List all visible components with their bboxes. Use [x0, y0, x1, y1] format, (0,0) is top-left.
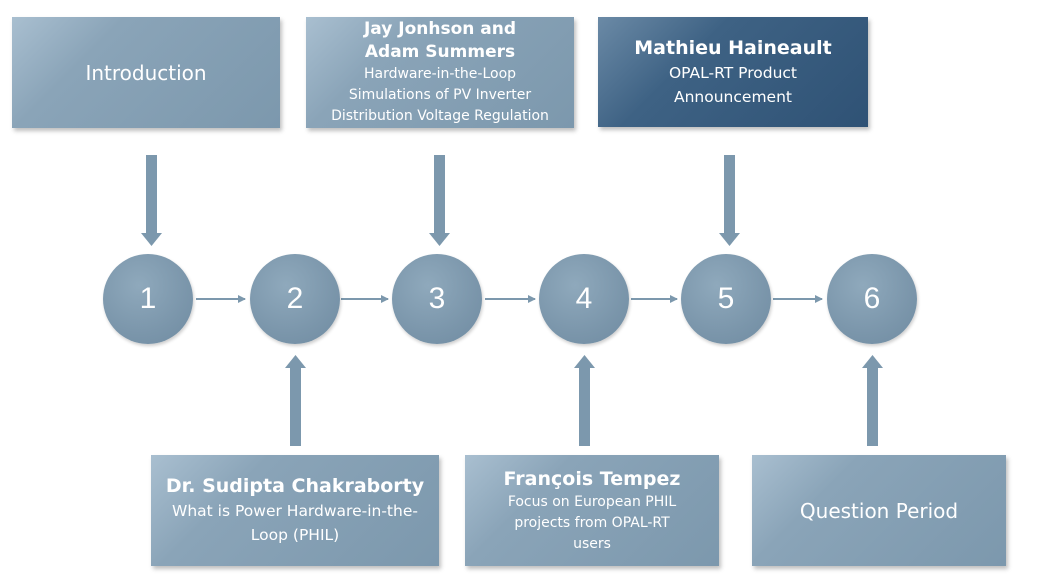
talk-desc-line3: users: [573, 535, 611, 552]
talk-desc-line1: What is Power Hardware-in-the-: [172, 502, 418, 520]
down-arrow-1: [141, 155, 162, 246]
up-arrow-4: [574, 355, 595, 446]
introduction-box: Introduction: [12, 17, 280, 128]
presenter-name: Dr. Sudipta Chakraborty: [165, 475, 425, 497]
mathieu-box: Mathieu Haineault OPAL-RT Product Announ…: [598, 17, 868, 127]
talk-desc-line1: Hardware-in-the-Loop: [363, 66, 517, 82]
step-circle-4: 4: [539, 254, 629, 344]
question-period-box: Question Period: [752, 455, 1006, 566]
down-arrow-3: [429, 155, 450, 246]
question-period-label: Question Period: [799, 498, 959, 523]
talk-desc-line2: Announcement: [674, 87, 792, 106]
sudipta-box: Dr. Sudipta Chakraborty What is Power Ha…: [151, 455, 439, 566]
jay-adam-box: Jay Jonhson and Adam Summers Hardware-in…: [306, 17, 574, 128]
step-circle-3: 3: [392, 254, 482, 344]
down-arrow-5: [719, 155, 740, 246]
talk-desc-line1: OPAL-RT Product: [668, 63, 797, 82]
step-circle-5: 5: [681, 254, 771, 344]
talk-desc-line2: Loop (PHIL): [250, 526, 340, 544]
presenter-name-line1: Jay Jonhson and: [363, 19, 517, 39]
step-circle-1: 1: [103, 254, 193, 344]
step-circle-6: 6: [827, 254, 917, 344]
talk-desc-line3: Distribution Voltage Regulation: [331, 108, 549, 124]
up-arrow-6: [862, 355, 883, 446]
presenter-name: François Tempez: [503, 467, 681, 490]
presenter-name: Mathieu Haineault: [634, 36, 832, 59]
talk-desc-line2: projects from OPAL-RT: [514, 514, 670, 531]
introduction-label: Introduction: [85, 60, 207, 85]
talk-desc-line1: Focus on European PHIL: [507, 493, 677, 510]
presenter-name-line2: Adam Summers: [364, 42, 516, 62]
up-arrow-2: [285, 355, 306, 446]
step-circle-2: 2: [250, 254, 340, 344]
talk-desc-line2: Simulations of PV Inverter: [348, 87, 532, 103]
francois-box: François Tempez Focus on European PHIL p…: [465, 455, 719, 566]
